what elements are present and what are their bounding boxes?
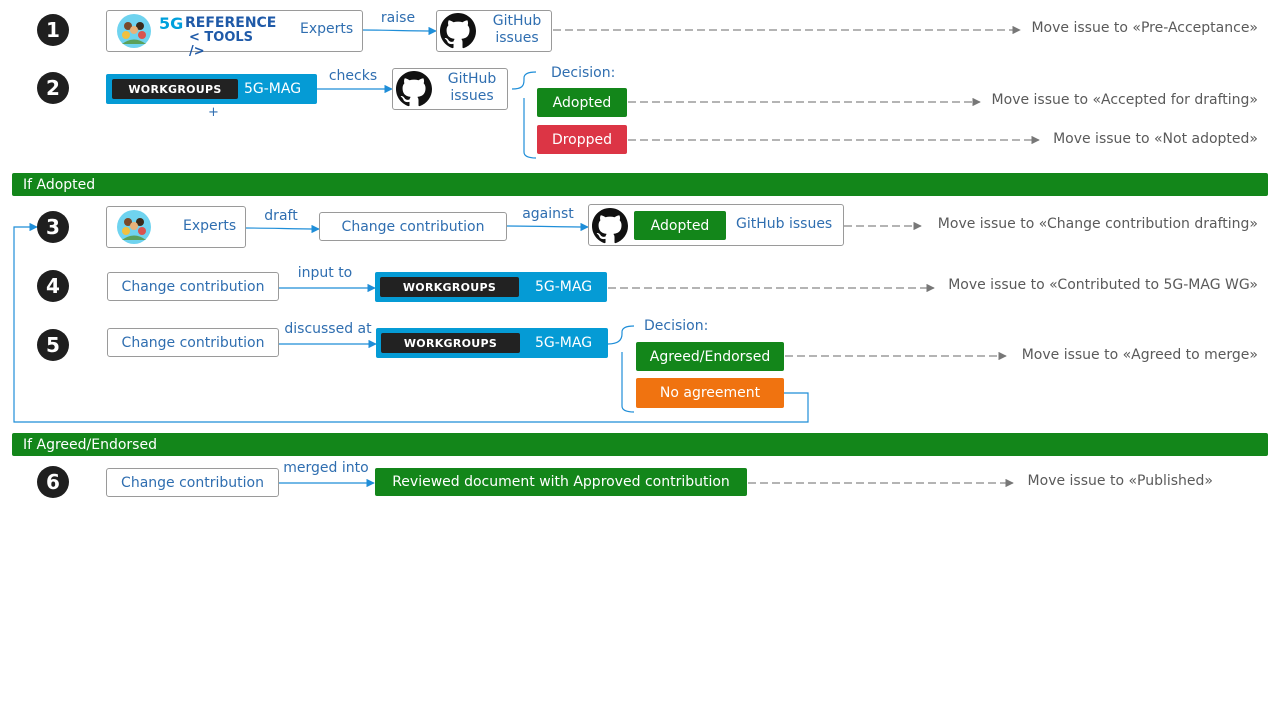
experts-people-icon (117, 14, 151, 48)
experts-label: Experts (183, 218, 237, 234)
step-1-badge: 1 (37, 14, 69, 46)
github-label-line2: issues (495, 30, 539, 46)
github-icon (396, 71, 432, 107)
status-contributed: Move issue to «Contributed to 5G-MAG WG» (948, 277, 1258, 293)
edge-merged-label: merged into (283, 460, 369, 476)
edge-draft-line (244, 224, 320, 234)
adopted-tag: Adopted (634, 211, 726, 240)
decision-brace-2 (607, 325, 635, 413)
edge-against-line (506, 222, 589, 232)
reference-tools-logo: 5G REFERENCE < TOOLS /> (159, 14, 277, 59)
experts-box: Experts (106, 206, 246, 248)
status-published: Move issue to «Published» (1027, 473, 1213, 489)
section-if-agreed: If Agreed/Endorsed (12, 433, 1268, 456)
github-icon (592, 208, 628, 244)
step-3-badge: 3 (37, 211, 69, 243)
agreed-endorsed-button[interactable]: Agreed/Endorsed (636, 342, 784, 371)
workgroups-pill: WORKGROUPS (380, 277, 519, 297)
github-label-line2: issues (450, 88, 494, 104)
section-if-adopted: If Adopted (12, 173, 1268, 196)
experts-people-icon (117, 210, 151, 244)
change-contribution-box-6[interactable]: Change contribution (106, 468, 279, 497)
org-label: 5G-MAG (535, 279, 593, 295)
change-contribution-box-5[interactable]: Change contribution (107, 328, 279, 357)
plus-sign: + (208, 105, 219, 120)
edge-raise-label: raise (380, 10, 416, 26)
step-2-badge: 2 (37, 72, 69, 104)
github-label-line1: GitHub (492, 13, 542, 29)
decision-brace-1 (511, 71, 537, 159)
no-agreement-button[interactable]: No agreement (636, 378, 784, 408)
decision-label-1: Decision: (551, 65, 616, 81)
status-cc-drafting: Move issue to «Change contribution draft… (937, 216, 1258, 232)
step-5-badge: 5 (37, 329, 69, 361)
workgroups-pill: WORKGROUPS (112, 79, 238, 99)
change-contribution-box-4[interactable]: Change contribution (107, 272, 279, 301)
workgroups-pill: WORKGROUPS (381, 333, 520, 353)
experts-label: Experts (300, 21, 354, 37)
edge-discussed-label: discussed at (284, 321, 372, 337)
edge-draft-label: draft (264, 208, 298, 224)
github-label-line1: GitHub (447, 71, 497, 87)
reviewed-document-box[interactable]: Reviewed document with Approved contribu… (375, 468, 747, 496)
github-icon (440, 13, 476, 49)
status-accepted-drafting: Move issue to «Accepted for drafting» (991, 92, 1258, 108)
workgroups-5gmag-box-1[interactable]: WORKGROUPS 5G-MAG (106, 74, 317, 104)
workgroups-5gmag-box-3[interactable]: WORKGROUPS 5G-MAG (376, 328, 608, 358)
edge-checks-label: checks (328, 68, 378, 84)
org-label: 5G-MAG (535, 335, 593, 351)
github-issues-label: GitHub issues (736, 216, 833, 232)
org-label: 5G-MAG (244, 81, 302, 97)
dropped-button[interactable]: Dropped (537, 125, 627, 154)
status-agreed-merge: Move issue to «Agreed to merge» (1021, 347, 1258, 363)
experts-reference-tools-box: 5G REFERENCE < TOOLS /> Experts (106, 10, 363, 59)
step-4-badge: 4 (37, 270, 69, 302)
edge-raise-line (361, 26, 437, 36)
edge-against-label: against (522, 206, 574, 222)
github-issues-box-2[interactable]: GitHub issues (392, 68, 508, 110)
workgroups-5gmag-box-2[interactable]: WORKGROUPS 5G-MAG (375, 272, 607, 302)
github-issues-adopted-box[interactable]: Adopted GitHub issues (588, 204, 844, 246)
adopted-button[interactable]: Adopted (537, 88, 627, 117)
status-not-adopted: Move issue to «Not adopted» (1053, 131, 1258, 147)
change-contribution-box-3[interactable]: Change contribution (319, 212, 507, 241)
status-pre-acceptance: Move issue to «Pre-Acceptance» (1031, 20, 1258, 36)
loop-back-line (13, 222, 809, 423)
decision-label-2: Decision: (644, 318, 709, 334)
github-issues-box-1[interactable]: GitHub issues (436, 10, 552, 52)
edge-input-label: input to (297, 265, 353, 281)
step-6-badge: 6 (37, 466, 69, 498)
